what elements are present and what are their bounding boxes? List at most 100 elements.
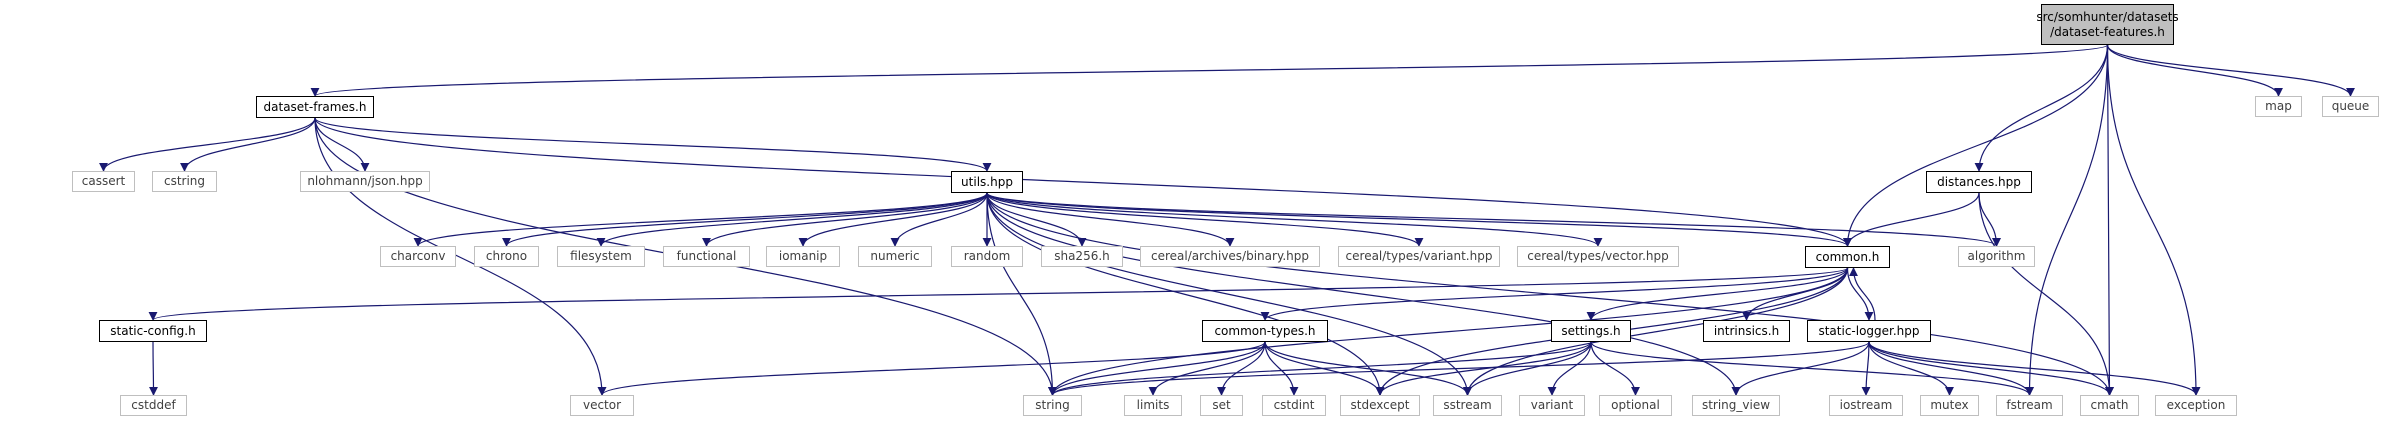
node-cereal-vector: cereal/types/vector.hpp xyxy=(1517,246,1679,267)
edge-utils-to-chrono xyxy=(502,192,988,247)
node-exception: exception xyxy=(2155,395,2237,416)
node-mutex: mutex xyxy=(1920,395,1979,416)
node-fstream: fstream xyxy=(1996,395,2063,416)
edge-common-to-common-types xyxy=(1260,267,1849,321)
edge-settings-to-stdexcept xyxy=(1375,341,1592,396)
node-filesystem: filesystem xyxy=(557,246,645,267)
edge-settings-to-sstream xyxy=(1463,341,1592,396)
edge-distances-to-algorithm xyxy=(1978,192,2001,247)
root-node-dataset-features: src/somhunter/datasets /dataset-features… xyxy=(2036,4,2179,45)
node-set: set xyxy=(1200,395,1243,416)
node-intrinsics[interactable]: intrinsics.h xyxy=(1703,320,1790,342)
node-cassert: cassert xyxy=(72,171,135,192)
node-static-logger[interactable]: static-logger.hpp xyxy=(1807,320,1931,342)
node-random: random xyxy=(951,246,1023,267)
edge-utils-to-cereal-binary xyxy=(986,192,1235,247)
edge-static-logger-to-common xyxy=(1849,267,1876,321)
edge-static-logger-to-mutex xyxy=(1868,341,1954,396)
edge-dataset-frames-to-json xyxy=(314,117,370,172)
edge-common-types-to-limits xyxy=(1148,341,1266,396)
node-string-view: string_view xyxy=(1692,395,1780,416)
edge-dataset-frames-to-common xyxy=(314,117,1852,247)
node-settings[interactable]: settings.h xyxy=(1551,320,1631,342)
root-line2: /dataset-features.h xyxy=(2050,24,2165,39)
node-common[interactable]: common.h xyxy=(1805,246,1890,268)
node-dataset-frames[interactable]: dataset-frames.h xyxy=(256,96,374,118)
edge-utils-to-filesystem xyxy=(596,192,988,247)
edge-root-to-common xyxy=(1843,44,2109,247)
edge-settings-to-string xyxy=(1048,341,1592,396)
edge-settings-to-optional xyxy=(1590,341,1640,396)
edge-static-logger-to-exception xyxy=(1868,341,2201,396)
edge-distances-to-common xyxy=(1843,192,1980,247)
node-common-types[interactable]: common-types.h xyxy=(1202,320,1328,342)
node-optional: optional xyxy=(1599,395,1672,416)
node-static-config[interactable]: static-config.h xyxy=(99,320,207,342)
node-charconv: charconv xyxy=(380,246,456,267)
edge-utils-to-common xyxy=(986,192,1852,247)
edge-static-logger-to-string-view xyxy=(1731,341,1870,396)
edge-root-to-dataset-frames xyxy=(311,44,2109,97)
edge-static-config-to-cstddef xyxy=(148,341,158,396)
edge-common-types-to-sstream xyxy=(1264,341,1472,396)
edge-root-to-fstream xyxy=(2025,44,2109,396)
node-numeric: numeric xyxy=(858,246,932,267)
edge-static-logger-to-string xyxy=(1048,341,1870,396)
node-cstddef: cstddef xyxy=(120,395,187,416)
node-vector: vector xyxy=(570,395,634,416)
edge-dataset-frames-to-cstring xyxy=(180,117,316,172)
edge-utils-to-cereal-variant xyxy=(986,192,1424,247)
edge-root-to-distances xyxy=(1974,44,2109,172)
edge-root-to-map xyxy=(2106,44,2283,97)
node-string: string xyxy=(1023,395,1082,416)
edge-root-to-cmath xyxy=(2104,44,2114,396)
edge-common-types-to-cstdint xyxy=(1264,341,1299,396)
edge-common-to-static-config xyxy=(149,267,1849,321)
node-sstream: sstream xyxy=(1433,395,1502,416)
node-limits: limits xyxy=(1124,395,1182,416)
node-iostream: iostream xyxy=(1829,395,1903,416)
edge-static-logger-to-cmath xyxy=(1868,341,2114,396)
node-functional: functional xyxy=(663,246,750,267)
edge-common-to-static-logger xyxy=(1846,267,1874,321)
edge-utils-to-sstream xyxy=(986,192,1472,396)
node-queue: queue xyxy=(2322,96,2379,117)
edge-root-to-queue xyxy=(2106,44,2355,97)
node-iomanip: iomanip xyxy=(766,246,840,267)
edge-static-logger-to-iostream xyxy=(1861,341,1871,396)
node-nlohmann-json: nlohmann/json.hpp xyxy=(300,171,430,192)
edge-dataset-frames-to-utils xyxy=(314,117,992,172)
edge-settings-to-variant xyxy=(1547,341,1592,396)
edge-dataset-frames-to-cassert xyxy=(99,117,316,172)
edge-utils-to-stdexcept xyxy=(986,192,1385,396)
node-variant: variant xyxy=(1519,395,1585,416)
edge-utils-to-cereal-vector xyxy=(986,192,1603,247)
edge-common-types-to-vector xyxy=(597,341,1266,396)
edge-utils-to-functional xyxy=(702,192,988,247)
node-chrono: chrono xyxy=(474,246,539,267)
node-cereal-binary: cereal/archives/binary.hpp xyxy=(1140,246,1320,267)
edge-common-types-to-string xyxy=(1048,341,1266,396)
edge-utils-to-numeric xyxy=(890,192,988,247)
edge-utils-to-iomanip xyxy=(798,192,988,247)
edge-settings-to-fstream xyxy=(1590,341,2034,396)
edge-utils-to-charconv xyxy=(413,192,988,247)
node-cmath: cmath xyxy=(2080,395,2139,416)
node-algorithm: algorithm xyxy=(1958,246,2035,267)
edge-distances-to-cmath xyxy=(1978,192,2114,396)
edge-common-to-settings xyxy=(1586,267,1849,321)
node-utils[interactable]: utils.hpp xyxy=(951,171,1023,193)
edge-utils-to-string-view xyxy=(986,192,1741,396)
edge-dataset-frames-to-vector xyxy=(314,117,607,396)
node-cereal-variant: cereal/types/variant.hpp xyxy=(1338,246,1500,267)
node-cstring: cstring xyxy=(152,171,217,192)
edge-common-to-string xyxy=(1048,267,1849,396)
node-distances[interactable]: distances.hpp xyxy=(1926,171,2032,193)
edge-utils-to-algorithm xyxy=(986,192,2001,247)
node-sha256: sha256.h xyxy=(1041,246,1123,267)
node-stdexcept: stdexcept xyxy=(1340,395,1420,416)
edge-static-logger-to-fstream xyxy=(1868,341,2034,396)
node-cstdint: cstdint xyxy=(1262,395,1326,416)
